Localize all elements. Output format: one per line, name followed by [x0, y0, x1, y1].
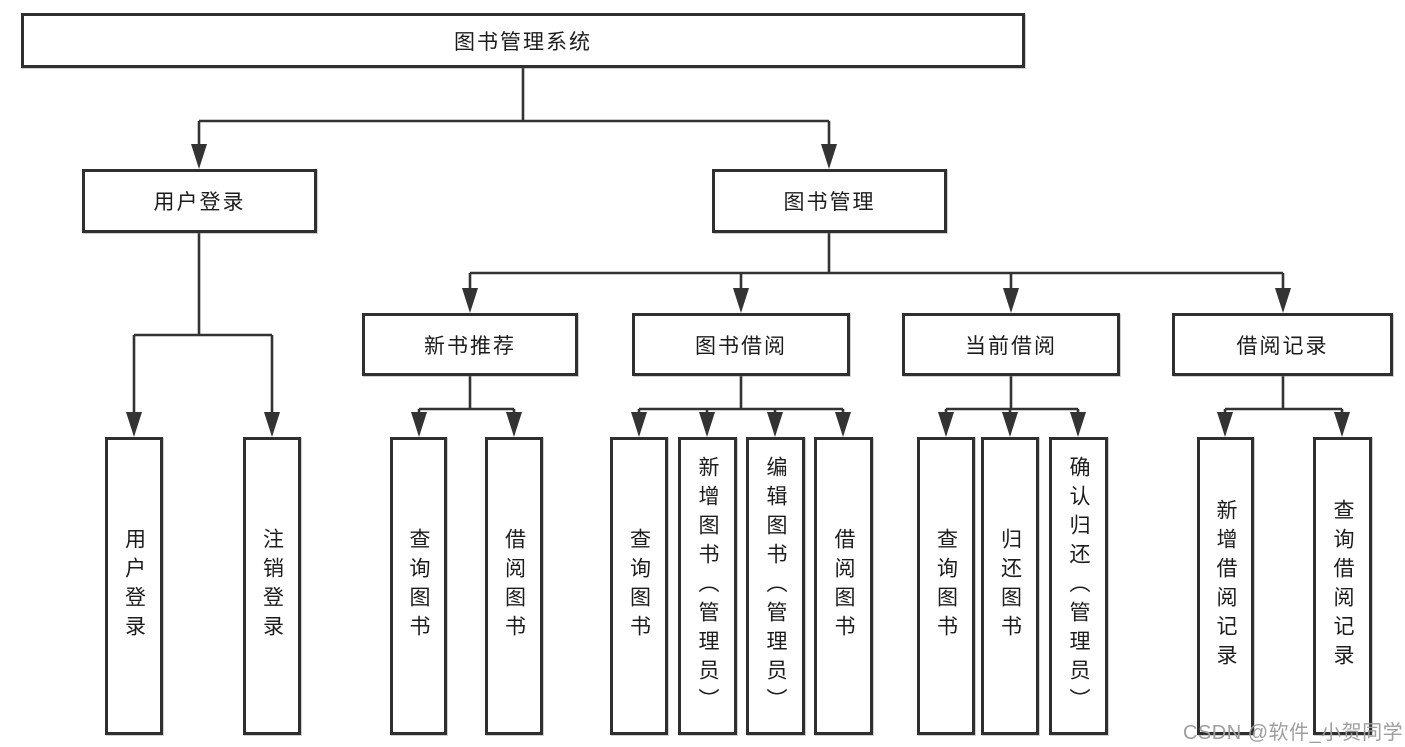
arrow-down-icon: [1002, 412, 1018, 437]
arrow-down-icon: [733, 288, 749, 313]
arrow-down-icon: [938, 412, 954, 437]
leaf-query-book-2: 查询图书: [610, 437, 668, 735]
arrow-down-icon: [631, 412, 647, 437]
arrow-down-icon: [264, 412, 280, 437]
node-borrow-record: 借阅记录: [1172, 313, 1393, 376]
leaf-return-book: 归还图书: [981, 437, 1039, 735]
leaf-borrow-book-1: 借阅图书: [485, 437, 543, 735]
leaf-edit-book-admin: 编辑图书（管理员）: [746, 437, 805, 735]
node-book-management: 图书管理: [712, 169, 947, 233]
node-user-login-label: 用户登录: [153, 191, 246, 214]
arrow-down-icon: [126, 412, 142, 437]
node-current-borrow: 当前借阅: [902, 313, 1120, 376]
node-user-login: 用户登录: [82, 169, 317, 233]
node-borrow-record-label: 借阅记录: [1236, 334, 1329, 358]
leaf-borrow-book-2-label: 借阅图书: [832, 528, 855, 644]
leaf-add-borrow-record-label: 新增借阅记录: [1214, 499, 1237, 673]
arrow-down-icon: [1275, 288, 1291, 313]
arrow-down-icon: [191, 144, 207, 169]
leaf-query-book-1: 查询图书: [390, 437, 447, 735]
csdn-watermark: CSDN @软件_小贺同学: [1183, 722, 1404, 744]
arrow-down-icon: [1070, 412, 1086, 437]
arrow-down-icon: [462, 288, 478, 313]
leaf-confirm-return-admin-label: 确认归还（管理员）: [1067, 455, 1090, 717]
node-new-book-recommend: 新书推荐: [362, 313, 578, 376]
leaf-user-login-label: 用户登录: [122, 528, 146, 644]
leaf-logout: 注销登录: [243, 437, 301, 735]
leaf-logout-label: 注销登录: [260, 528, 284, 644]
node-new-book-recommend-label: 新书推荐: [424, 334, 516, 358]
leaf-query-book-2-label: 查询图书: [627, 528, 651, 644]
node-book-borrow: 图书借阅: [632, 313, 850, 376]
leaf-borrow-book-1-label: 借阅图书: [502, 528, 526, 644]
leaf-return-book-label: 归还图书: [998, 528, 1022, 644]
arrow-down-icon: [411, 412, 427, 437]
arrow-down-icon: [1217, 412, 1233, 437]
node-root-label: 图书管理系统: [454, 30, 592, 54]
node-current-borrow-label: 当前借阅: [965, 334, 1057, 358]
leaf-query-book-1-label: 查询图书: [407, 528, 430, 644]
leaf-query-book-3: 查询图书: [917, 437, 975, 735]
leaf-query-book-3-label: 查询图书: [934, 528, 958, 644]
node-root: 图书管理系统: [21, 13, 1025, 68]
arrow-down-icon: [699, 412, 715, 437]
arrow-down-icon: [506, 412, 522, 437]
leaf-confirm-return-admin: 确认归还（管理员）: [1049, 437, 1108, 735]
leaf-query-borrow-record-label: 查询借阅记录: [1331, 499, 1354, 673]
tree-edges: [132, 68, 1344, 420]
leaf-borrow-book-2: 借阅图书: [814, 437, 873, 735]
arrow-down-icon: [1334, 412, 1350, 437]
leaf-edit-book-admin-label: 编辑图书（管理员）: [764, 455, 787, 717]
arrow-down-icon: [821, 144, 837, 169]
arrowhead-icons: [126, 144, 1350, 437]
leaf-query-borrow-record: 查询借阅记录: [1313, 437, 1372, 735]
arrow-down-icon: [767, 412, 783, 437]
arrow-down-icon: [835, 412, 851, 437]
leaf-add-book-admin-label: 新增图书（管理员）: [696, 455, 719, 717]
leaf-add-borrow-record: 新增借阅记录: [1197, 437, 1254, 735]
leaf-user-login: 用户登录: [105, 437, 163, 735]
node-book-management-label: 图书管理: [783, 191, 876, 214]
node-book-borrow-label: 图书借阅: [695, 334, 787, 358]
arrow-down-icon: [1003, 288, 1019, 313]
leaf-add-book-admin: 新增图书（管理员）: [678, 437, 737, 735]
